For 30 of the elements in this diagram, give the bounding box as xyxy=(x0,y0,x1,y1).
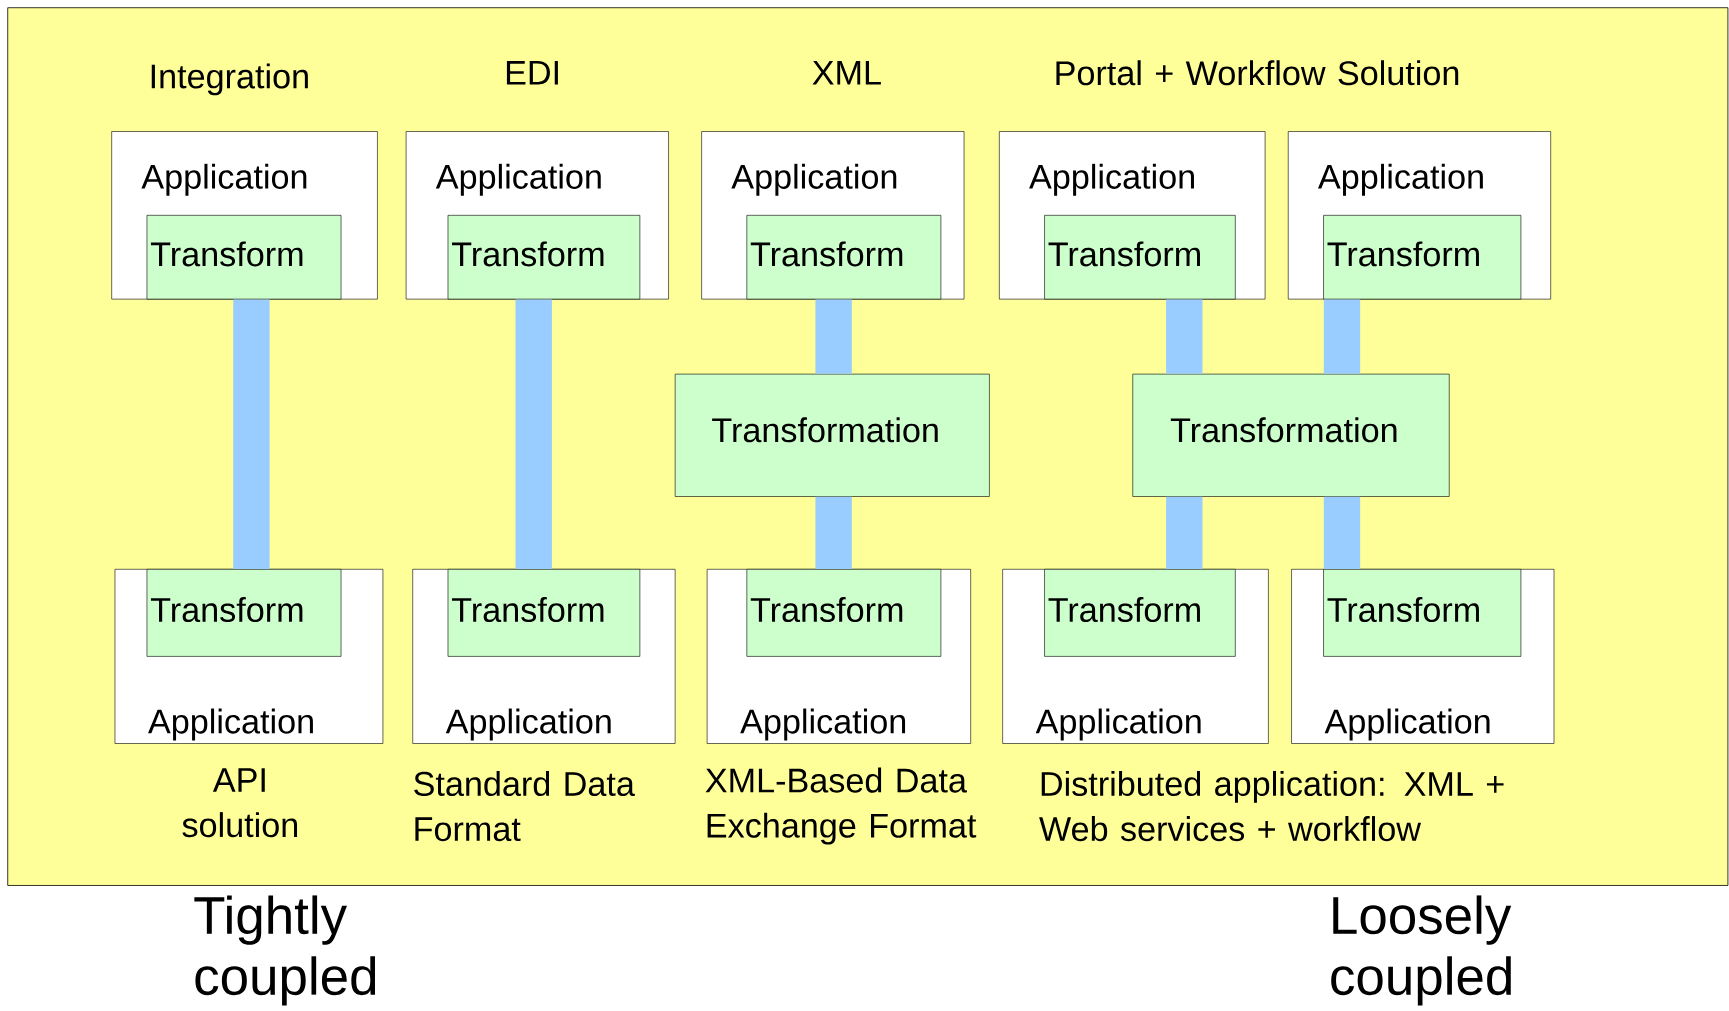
connector-bar xyxy=(1166,299,1203,374)
column-heading: XML xyxy=(812,60,881,85)
transform-box: Transform xyxy=(447,568,641,657)
column-heading: Integration xyxy=(151,63,308,96)
transform-box: Transform xyxy=(1323,214,1522,300)
connector-bar xyxy=(515,299,552,569)
column-heading: Portal + Workflow Solution xyxy=(1056,60,1459,86)
connector-bar xyxy=(233,299,270,569)
transform-box: Transform xyxy=(1044,568,1236,657)
column-heading: EDI xyxy=(506,60,558,85)
transform-box: Transform xyxy=(447,214,641,300)
connector-bar xyxy=(1323,299,1361,374)
transformation-box: Transformation xyxy=(1132,373,1450,497)
transform-box: Transform xyxy=(146,214,342,300)
column-caption: Distributed application: XML + Web services + workflow xyxy=(1039,770,1504,842)
transform-box: Transform xyxy=(746,214,942,300)
connector-bar xyxy=(1166,496,1203,569)
column-caption: Standard Data Format xyxy=(414,770,635,842)
coupling-label: Tightly coupled xyxy=(194,895,376,1006)
connector-bar xyxy=(1323,496,1361,569)
transformation-box: Transformation xyxy=(674,373,990,497)
column-caption: API solution xyxy=(182,768,298,838)
transform-box: Transform xyxy=(1044,214,1236,300)
connector-bar xyxy=(815,496,852,569)
transform-box: Transform xyxy=(746,568,942,657)
transform-box: Transform xyxy=(1323,568,1522,657)
column-caption: XML-Based Data Exchange Format xyxy=(705,767,977,845)
coupling-label: Loosely coupled xyxy=(1331,895,1512,1006)
connector-bar xyxy=(815,299,852,374)
transform-box: Transform xyxy=(146,568,342,657)
